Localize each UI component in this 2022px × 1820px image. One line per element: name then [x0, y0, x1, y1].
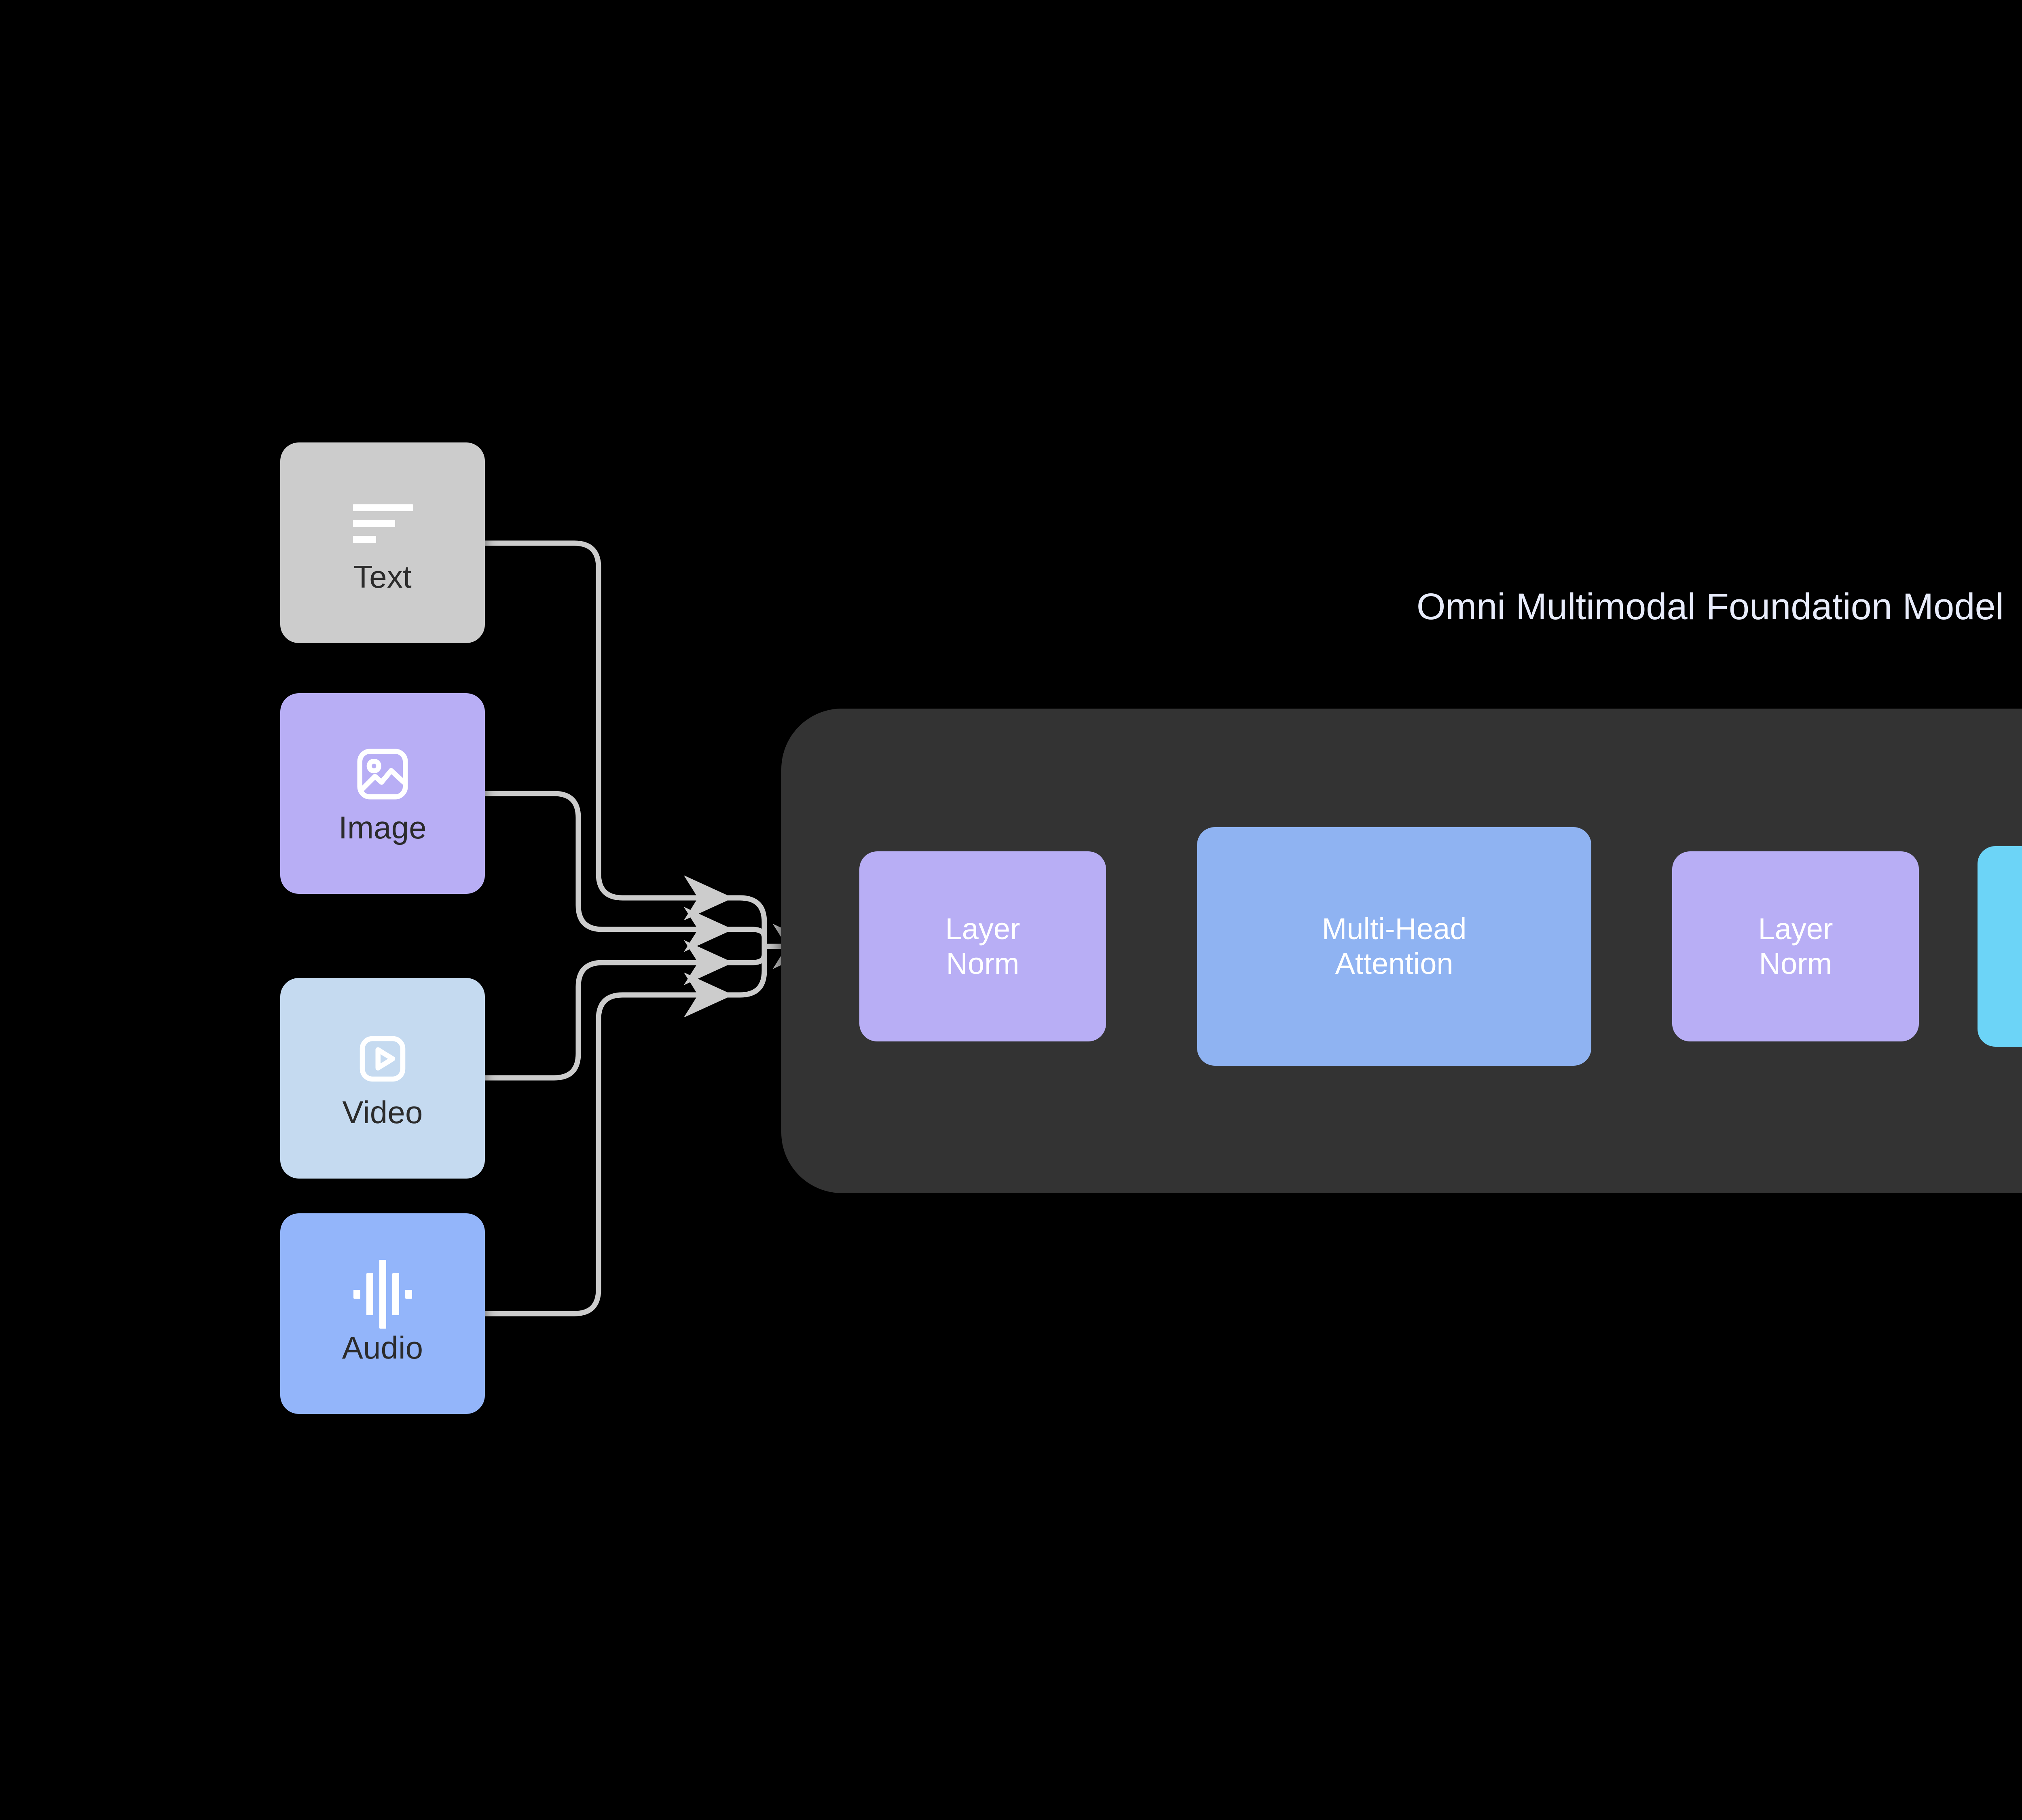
video-play-icon [352, 1029, 413, 1089]
input-card-audio[interactable]: Audio [280, 1213, 485, 1414]
input-card-label: Image [338, 810, 427, 845]
audio-waveform-icon [352, 1260, 413, 1329]
page-title: Omni Multimodal Foundation Model [1416, 586, 2004, 627]
input-card-text[interactable]: Text [280, 442, 485, 643]
input-card-label: Audio [342, 1330, 423, 1365]
input-card-image[interactable]: Image [280, 693, 485, 894]
block-feed-forward[interactable]: FeedForward [1978, 846, 2022, 1047]
image-icon [352, 744, 413, 804]
input-card-video[interactable]: Video [280, 978, 485, 1179]
input-card-label: Video [342, 1094, 423, 1130]
text-lines-icon [352, 493, 413, 554]
input-card-label: Text [353, 559, 412, 595]
